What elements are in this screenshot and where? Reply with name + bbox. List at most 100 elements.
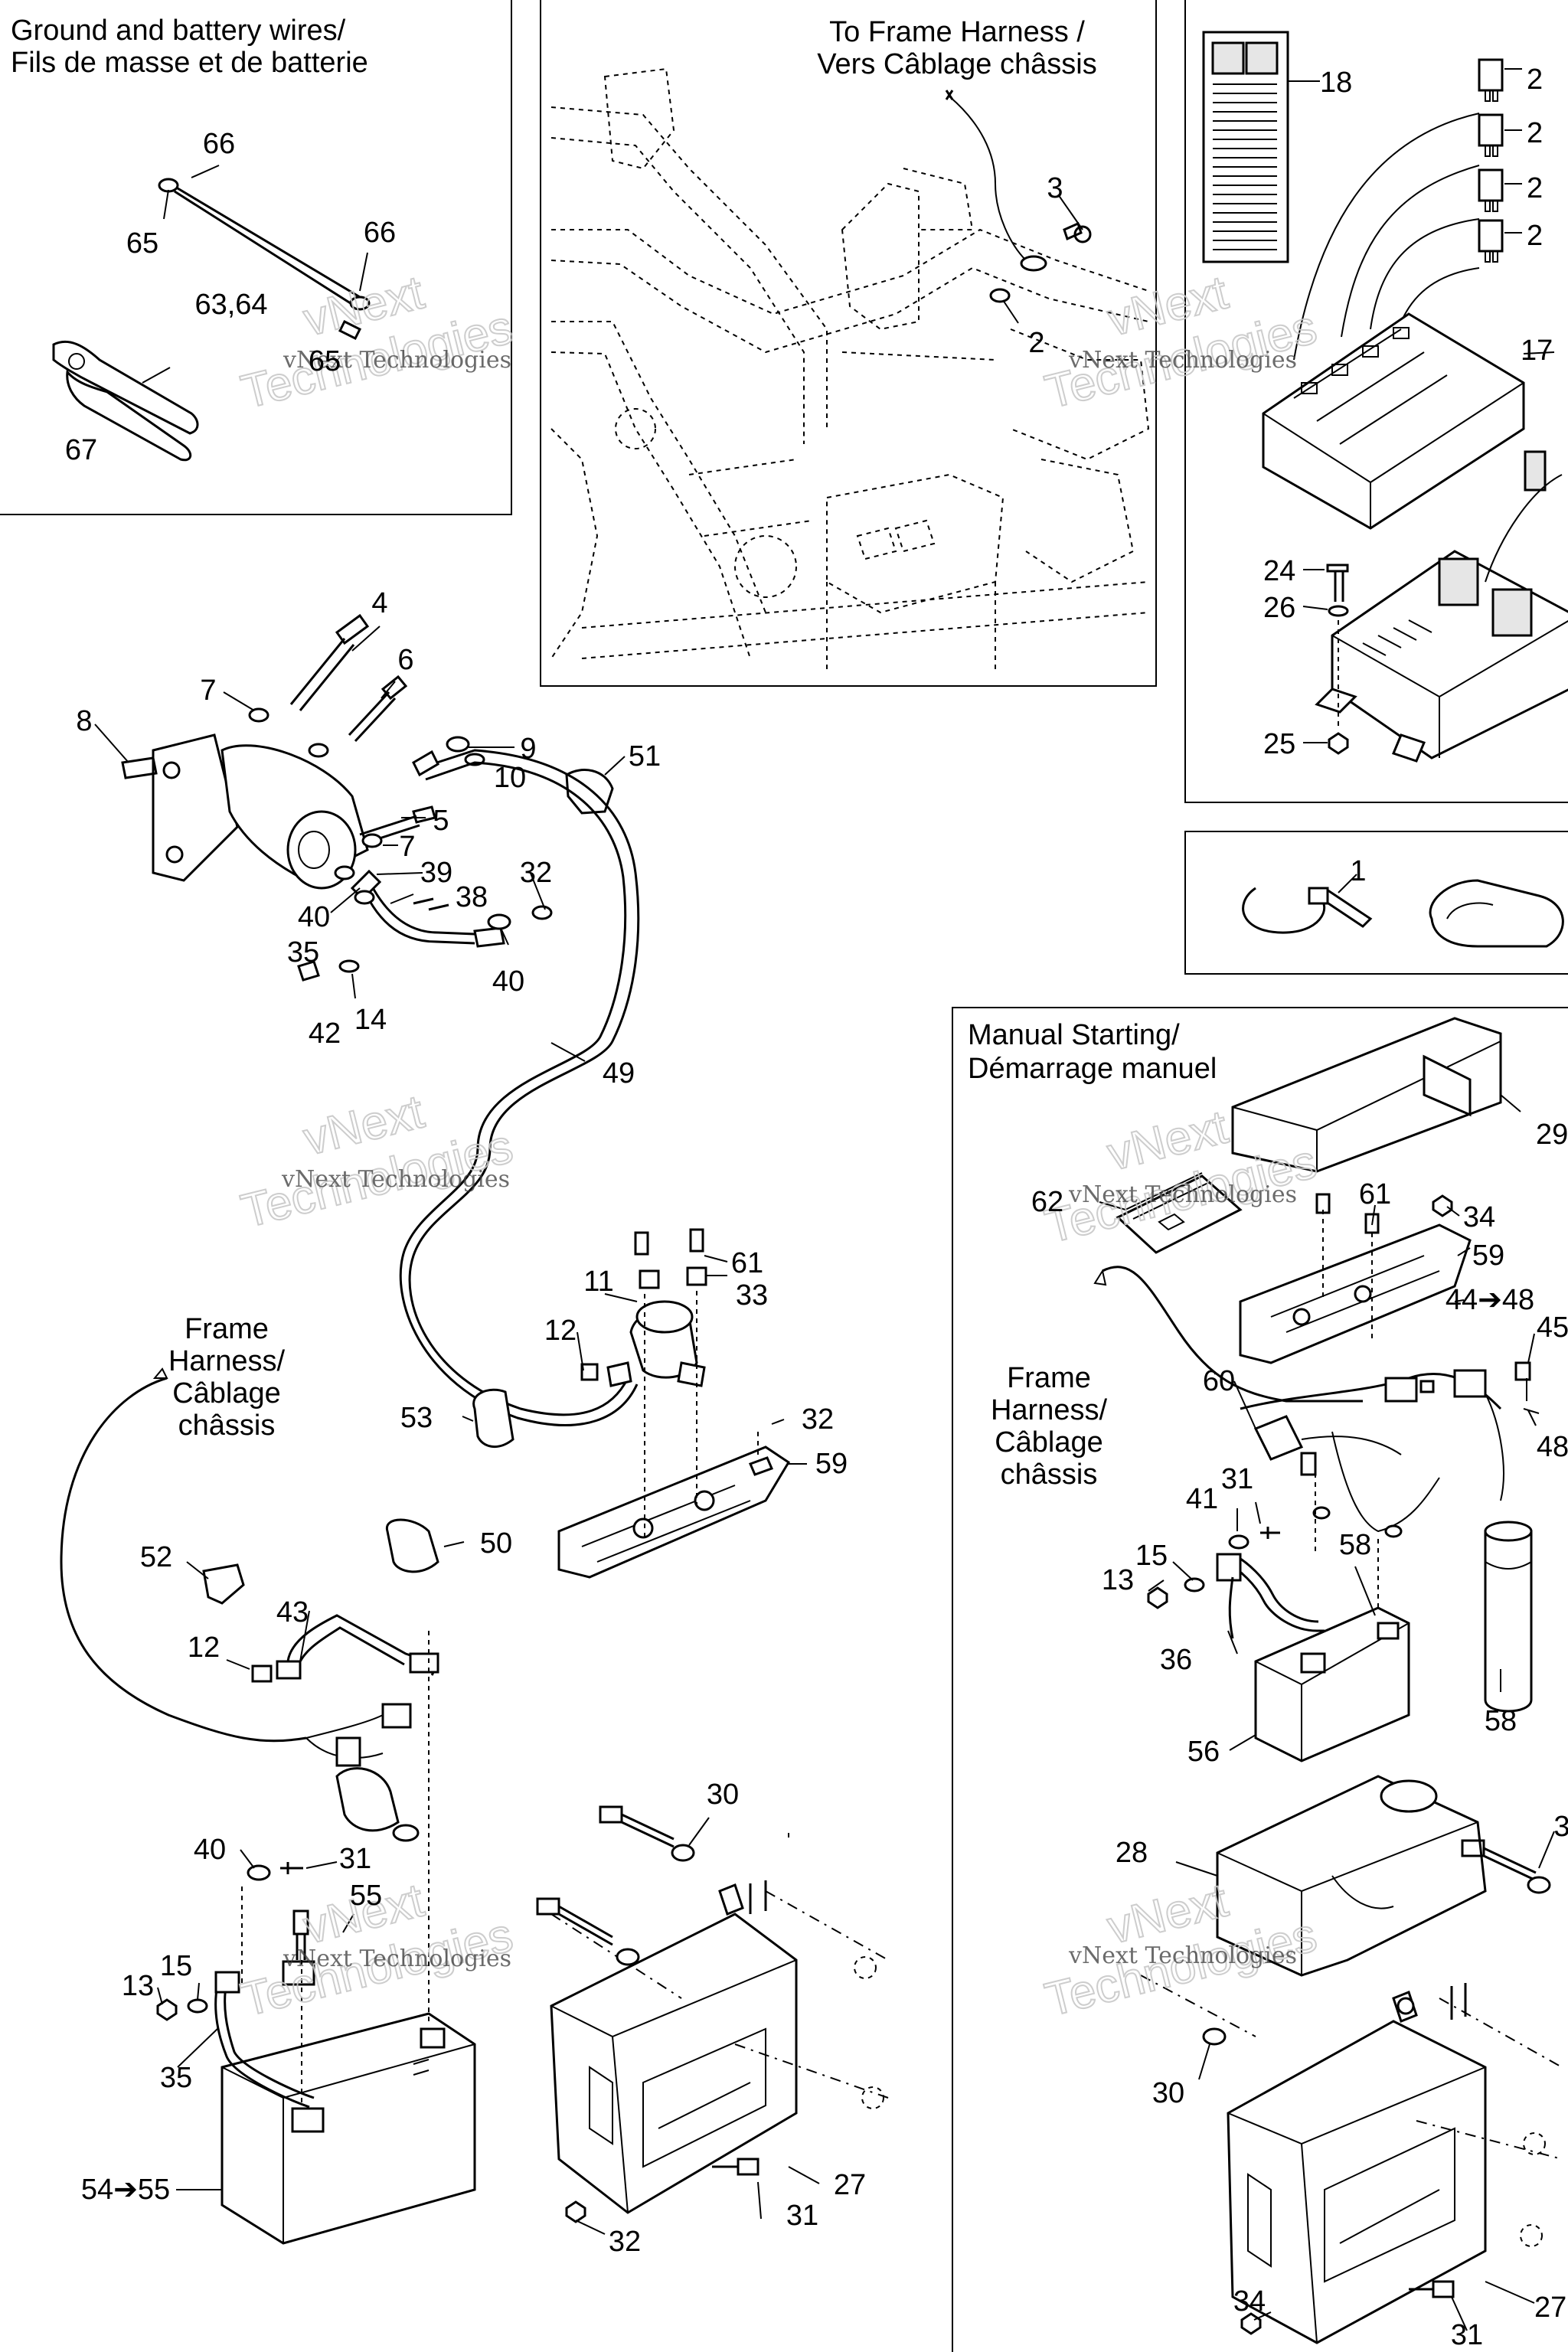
- instruction-sheet: [1116, 1172, 1243, 1254]
- callout-35: 35: [160, 2062, 192, 2094]
- callout-11: 11: [583, 1266, 613, 1298]
- heading-frame-harness-right-2: Harness/: [991, 1394, 1107, 1426]
- callout-31: 31: [339, 1843, 371, 1875]
- capacitor: [1484, 1521, 1533, 1713]
- starter-small-parts: [297, 736, 614, 982]
- callout-18: 18: [1320, 67, 1352, 99]
- callout-17: 17: [1521, 335, 1553, 367]
- callout-38: 38: [456, 881, 488, 913]
- callout-27: 27: [1534, 2292, 1566, 2324]
- callout-8: 8: [76, 705, 92, 737]
- callout-58: 58: [1339, 1529, 1371, 1561]
- callout-7: 7: [200, 675, 216, 707]
- fuse-box-cover: [1262, 312, 1525, 530]
- watermark-1: vNext Technologies: [236, 265, 519, 420]
- callout-33: 33: [736, 1279, 768, 1312]
- callout-31: 31: [1451, 2319, 1483, 2351]
- callout-1: 1: [1350, 855, 1366, 887]
- solenoid-bracket: [557, 1291, 791, 1579]
- crimping-tool: [52, 340, 199, 462]
- callout-34: 34: [1463, 1201, 1495, 1233]
- frame-harness-wire-left: [60, 1367, 412, 1767]
- callout-24: 24: [1263, 555, 1295, 587]
- callout-13: 13: [1102, 1564, 1134, 1596]
- fuses: [1478, 58, 1504, 263]
- solenoid-bracket-right: [1239, 1193, 1472, 1364]
- callout-59: 59: [815, 1448, 848, 1480]
- callout-30: 30: [707, 1779, 739, 1811]
- callout-13: 13: [122, 1970, 154, 2002]
- watermark-3-text: vNext Technologies: [281, 1166, 510, 1193]
- callout-66: 66: [364, 217, 396, 249]
- heading-frame-harness-left-3: Câblage: [172, 1377, 281, 1410]
- callout-31: 31: [1221, 1463, 1253, 1495]
- callout-51: 51: [629, 740, 661, 773]
- callout-41: 41: [1186, 1483, 1218, 1515]
- callout-62: 62: [1031, 1186, 1063, 1218]
- headings: Ground and battery wires/ Fils de masse …: [11, 15, 1217, 1491]
- heading-ground-battery-en: Ground and battery wires/: [11, 15, 346, 47]
- starter-solenoid: [580, 1228, 707, 1387]
- callout-12: 12: [544, 1315, 577, 1347]
- fuse-box-base: [1315, 450, 1568, 763]
- callout-54-55: 54➔55: [81, 2174, 170, 2206]
- callout-3: 3: [1047, 172, 1063, 204]
- callout-60: 60: [1203, 1365, 1235, 1397]
- ground-wire-to-frame-harness: [945, 90, 1092, 303]
- callout-43: 43: [276, 1596, 309, 1628]
- callout-40: 40: [298, 901, 330, 933]
- callout-52: 52: [140, 1541, 172, 1573]
- callout-6: 6: [397, 644, 413, 676]
- callout-66: 66: [203, 128, 235, 160]
- panel-fuse-box: [1184, 0, 1568, 803]
- battery-holder-right: [1216, 1775, 1487, 1977]
- battery-right: [1254, 1606, 1410, 1762]
- callout-15: 15: [160, 1950, 192, 1982]
- callout-40: 40: [194, 1834, 226, 1866]
- watermark-2-text: vNext Technologies: [1068, 347, 1297, 374]
- callout-53: 53: [400, 1402, 433, 1434]
- heading-frame-harness-right-3: Câblage: [995, 1426, 1103, 1459]
- callout-25: 25: [1263, 728, 1295, 760]
- battery-cover: [1231, 1017, 1502, 1173]
- callout-5: 5: [433, 805, 449, 837]
- small-solenoid: [335, 1767, 420, 1842]
- callout-2: 2: [1527, 220, 1543, 252]
- callout-58: 58: [1485, 1705, 1517, 1737]
- watermark-3: vNext Technologies: [236, 1084, 519, 1239]
- callout-44-48: 44➔48: [1446, 1284, 1534, 1316]
- ground-cable-assembly: [158, 178, 371, 341]
- starter-bolts: [248, 613, 436, 848]
- callout-4: 4: [371, 587, 387, 619]
- heading-frame-harness-left-1: Frame: [185, 1313, 269, 1345]
- heading-frame-harness-right-4: châssis: [1001, 1459, 1098, 1491]
- callout-15: 15: [1135, 1540, 1168, 1572]
- battery-cable-positive: [251, 1614, 439, 1683]
- panel-manual-starting: [952, 1007, 1568, 2352]
- callout-40: 40: [492, 965, 524, 998]
- callout-28: 28: [1116, 1837, 1148, 1869]
- panel-ties: [1184, 831, 1568, 975]
- rubber-boots: [202, 1388, 514, 1605]
- watermark-5-text: vNext Technologies: [283, 1945, 511, 1972]
- callout-49: 49: [603, 1057, 635, 1089]
- leader-lines: [94, 68, 1555, 2331]
- callout-61: 61: [731, 1247, 763, 1279]
- callout-32: 32: [520, 857, 552, 889]
- fuse-label-sticker: [1202, 31, 1289, 263]
- callout-48: 48: [1537, 1431, 1568, 1463]
- callout-61: 61: [1359, 1178, 1391, 1210]
- callout-56: 56: [1187, 1736, 1220, 1768]
- heading-frame-harness-right-1: Frame: [1007, 1362, 1091, 1394]
- callout-59: 59: [1472, 1240, 1504, 1272]
- battery-box-right: [1140, 1839, 1563, 2344]
- heading-to-frame-harness-fr: Vers Câblage châssis: [817, 48, 1096, 80]
- callout-32: 32: [802, 1403, 834, 1436]
- cable-tie: [1242, 887, 1373, 934]
- harness-right: [1093, 1266, 1540, 1538]
- callout-31: 31: [786, 2200, 818, 2232]
- callout-65: 65: [126, 227, 158, 260]
- callout-9: 9: [520, 733, 536, 765]
- callouts: 66 65 66 63,64 65 67 3 2 18 2 2 2 2 17 2…: [65, 64, 1568, 2351]
